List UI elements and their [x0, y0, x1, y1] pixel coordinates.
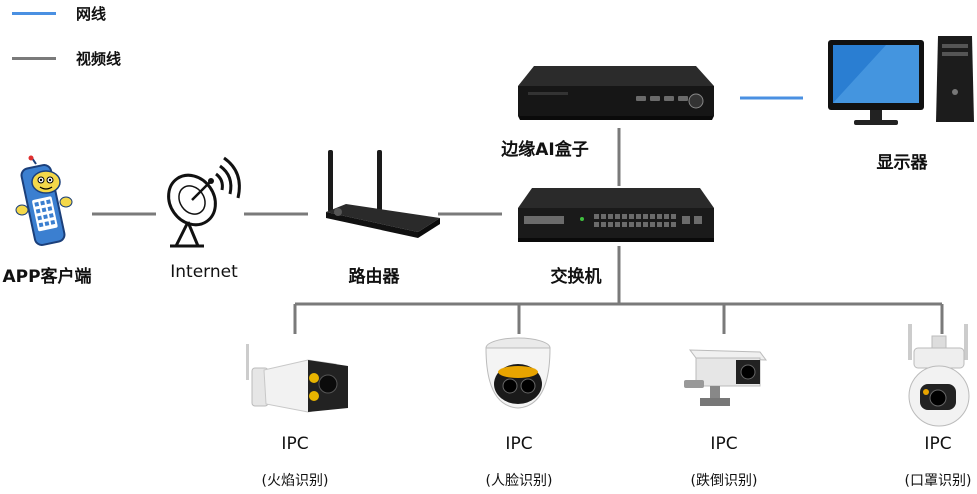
switch-label: 交换机 [550, 267, 602, 287]
camera-3-sublabel: (跌倒识别) [690, 473, 758, 489]
camera-4-sublabel: (口罩识别) [904, 473, 972, 489]
dome-camera-icon [485, 337, 551, 409]
desktop-computer-icon [828, 36, 974, 125]
network-switch-icon [518, 188, 714, 242]
bullet-camera-icon [246, 344, 348, 413]
legend-video-label: 视频线 [76, 50, 122, 68]
edge-ai-box-icon [518, 66, 714, 120]
camera-2-label: IPC [505, 434, 533, 454]
monitor-label: 显示器 [876, 153, 928, 173]
phone-mascot-icon [15, 155, 73, 246]
camera-3-label: IPC [710, 434, 738, 454]
camera-1-sublabel: (火焰识别) [261, 473, 329, 489]
router-icon [326, 150, 440, 238]
camera-2-sublabel: (人脸识别) [485, 473, 553, 489]
legend-video-line [12, 57, 56, 60]
ptz-camera-icon [908, 324, 970, 427]
legend-network-label: 网线 [76, 5, 107, 23]
edge-ai-box-label: 边缘AI盒子 [501, 140, 589, 160]
app-client-label: APP客户端 [2, 267, 92, 287]
box-camera-icon [684, 349, 768, 406]
internet-label: Internet [170, 262, 238, 282]
legend-network-line [12, 12, 56, 15]
satellite-dish-icon [167, 156, 241, 248]
camera-1-label: IPC [281, 434, 309, 454]
camera-4-label: IPC [924, 434, 952, 454]
router-label: 路由器 [348, 267, 400, 287]
